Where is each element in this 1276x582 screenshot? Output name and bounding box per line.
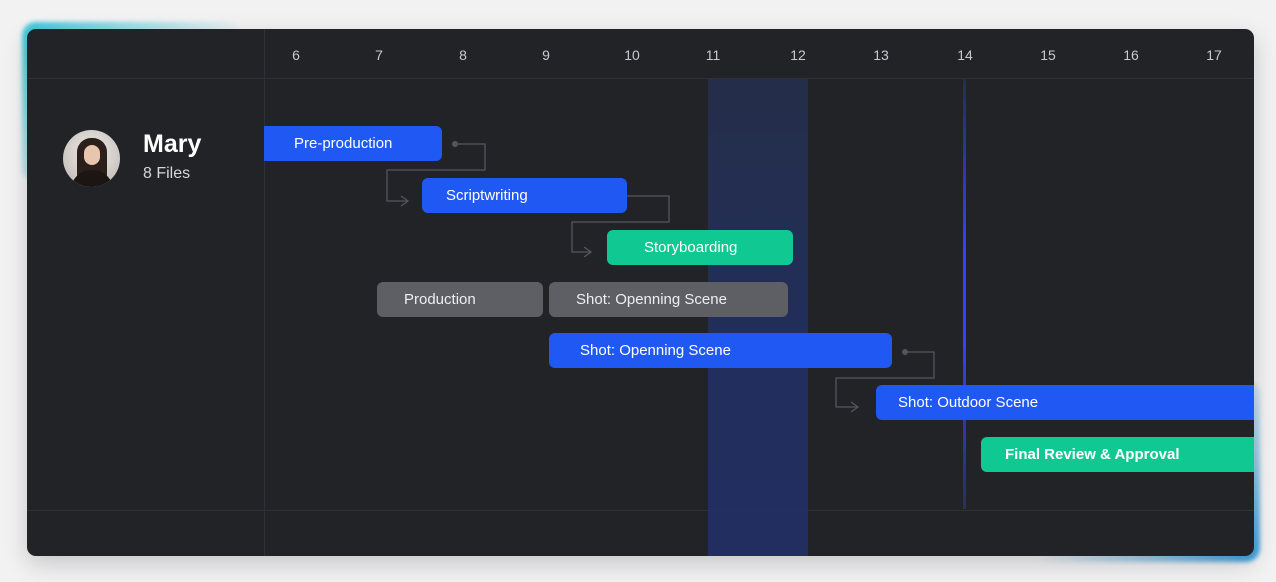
task-label: Pre-production xyxy=(294,135,393,152)
task-bar-production[interactable]: Production xyxy=(377,282,543,317)
day-label[interactable]: 13 xyxy=(873,47,889,63)
user-name: Mary xyxy=(143,130,202,158)
avatar-body xyxy=(71,170,113,187)
day-label[interactable]: 11 xyxy=(705,47,721,63)
connector-dot xyxy=(452,141,458,147)
day-label[interactable]: 9 xyxy=(542,47,550,63)
task-label: Shot: Openning Scene xyxy=(576,291,727,308)
task-bar-shot-openning-scene-planned[interactable]: Shot: Openning Scene xyxy=(549,282,788,317)
task-label: Scriptwriting xyxy=(446,187,528,204)
task-bar-storyboarding[interactable]: Storyboarding xyxy=(607,230,793,265)
avatar[interactable] xyxy=(63,130,120,187)
day-label[interactable]: 12 xyxy=(790,47,806,63)
connector-dot xyxy=(902,349,908,355)
task-bar-shot-openning-scene[interactable]: Shot: Openning Scene xyxy=(549,333,892,368)
day-label[interactable]: 15 xyxy=(1040,47,1056,63)
task-label: Shot: Outdoor Scene xyxy=(898,394,1039,411)
header-divider xyxy=(27,78,1254,79)
arrow-head xyxy=(850,401,860,413)
task-label: Shot: Openning Scene xyxy=(580,342,731,359)
arrow-head xyxy=(400,195,410,207)
user-file-count: 8 Files xyxy=(143,165,191,182)
selected-day-column xyxy=(708,79,808,556)
day-label[interactable]: 6 xyxy=(292,47,300,63)
gantt-card: 6 7 8 9 10 11 12 13 14 15 16 17 Mary 8 F… xyxy=(27,29,1254,556)
day-label[interactable]: 16 xyxy=(1123,47,1139,63)
task-bar-shot-outdoor-scene[interactable]: Shot: Outdoor Scene xyxy=(876,385,1254,420)
task-label: Final Review & Approval xyxy=(1005,446,1180,463)
task-label: Production xyxy=(404,291,476,308)
today-marker xyxy=(963,79,966,509)
dependency-arrow xyxy=(571,195,670,253)
arrow-head xyxy=(583,246,593,258)
dependency-arrow xyxy=(835,351,935,408)
day-label[interactable]: 10 xyxy=(624,47,640,63)
day-label[interactable]: 17 xyxy=(1206,47,1222,63)
day-label[interactable]: 7 xyxy=(375,47,383,63)
task-label: Storyboarding xyxy=(644,239,738,256)
day-label[interactable]: 14 xyxy=(957,47,973,63)
avatar-face xyxy=(84,145,100,165)
dependency-arrow xyxy=(386,143,486,202)
footer-divider xyxy=(27,510,1254,511)
sidebar-divider xyxy=(264,29,265,556)
day-label[interactable]: 8 xyxy=(459,47,467,63)
task-bar-pre-production[interactable]: Pre-production xyxy=(264,126,442,161)
task-bar-final-review-approval[interactable]: Final Review & Approval xyxy=(981,437,1254,472)
task-bar-scriptwriting[interactable]: Scriptwriting xyxy=(422,178,627,213)
